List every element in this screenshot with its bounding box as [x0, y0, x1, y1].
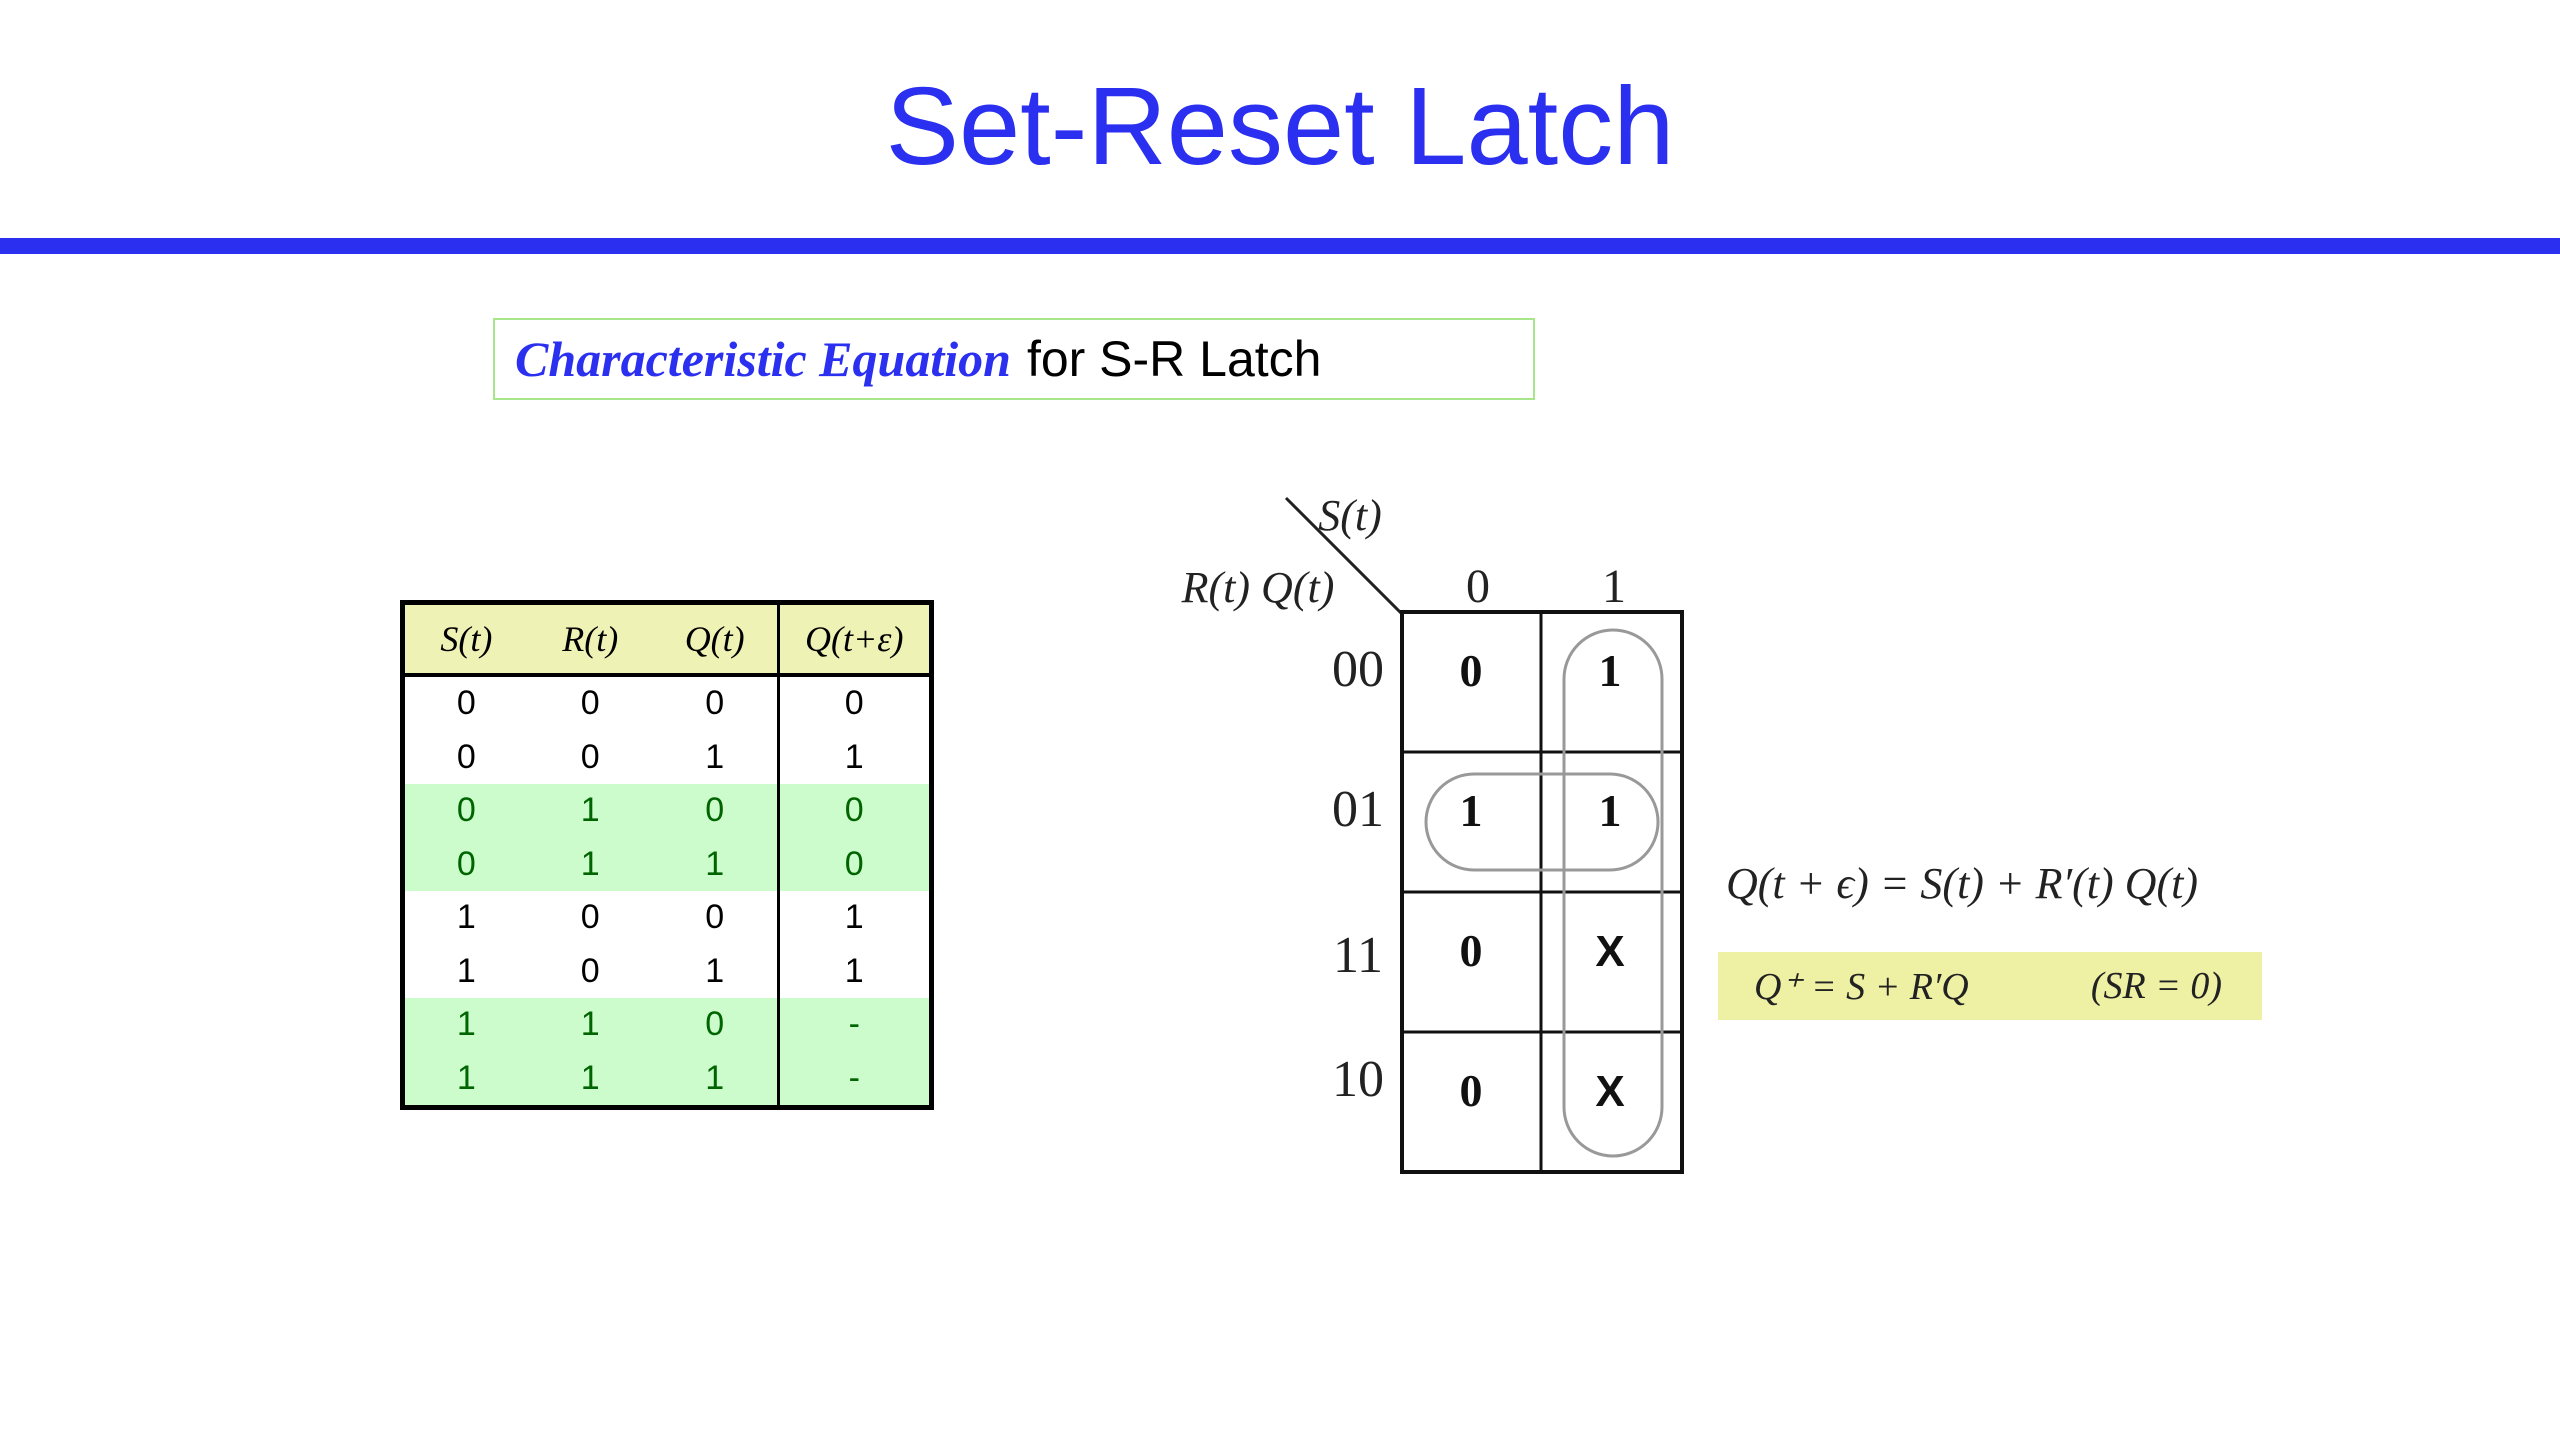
kmap-row-variables: R(t) Q(t): [1181, 563, 1335, 612]
cell-q: 0: [652, 998, 779, 1052]
kmap-row-label: 01: [1332, 781, 1384, 838]
cell-r: 1: [527, 1051, 653, 1108]
kmap-cell: 1: [1599, 645, 1622, 696]
cell-s: 0: [456, 737, 476, 776]
header-q-next: Q(t+ε): [776, 602, 932, 677]
simplified-expression: Q⁺ = S + R′Q: [1754, 965, 1969, 1008]
subtitle-box: Characteristic Equation for S-R Latch: [493, 318, 1535, 400]
table-row: 0 1 1 0: [402, 837, 932, 891]
table-row: 0 0 1 1: [403, 730, 932, 784]
cell-q-next: 0: [776, 837, 932, 891]
kmap-row-label: 10: [1332, 1051, 1384, 1108]
subtitle-emphasis: Characteristic Equation: [515, 331, 1011, 387]
table-row: 1 1 1 -: [402, 1051, 932, 1108]
cell-q-next: 0: [776, 675, 932, 731]
cell-s: 1: [402, 998, 528, 1052]
kmap-cell: 0: [1460, 925, 1483, 976]
cell-q-next: 1: [776, 730, 932, 784]
kmap-row-label: 00: [1332, 641, 1384, 698]
karnaugh-map: S(t) R(t) Q(t) 0 1 00 01 11 10 0 1 1 1 0…: [1181, 491, 1684, 1174]
kmap-col-label: 0: [1466, 560, 1490, 613]
cell-q-next: 1: [776, 944, 932, 998]
kmap-cell: 1: [1460, 785, 1483, 836]
cell-q: 0: [652, 784, 779, 838]
cell-q-next: 1: [776, 891, 932, 945]
header-r: R(t): [527, 602, 653, 677]
cell-q-next: -: [776, 998, 932, 1052]
table-row: 1 0 0 1: [403, 891, 932, 945]
kmap-group-s-column: [1562, 628, 1664, 1158]
simplified-equation-box: Q⁺ = S + R′Q (SR = 0): [1718, 952, 2262, 1020]
cell-q-next: 0: [776, 784, 932, 838]
cell-s: 0: [456, 684, 476, 723]
kmap-cell: 0: [1460, 1065, 1483, 1116]
cell-s: 0: [402, 837, 528, 891]
cell-q: 1: [652, 1051, 779, 1108]
table-row: 0 1 0 0: [402, 784, 932, 838]
subtitle-rest: for S-R Latch: [1026, 331, 1322, 387]
truth-table-header: S(t) R(t) Q(t) Q(t+ε): [402, 602, 932, 677]
kmap-column-variable: S(t): [1318, 491, 1382, 540]
cell-s: 1: [456, 898, 476, 937]
cell-r: 0: [580, 898, 600, 937]
kmap-col-label: 1: [1602, 560, 1626, 613]
cell-q: 1: [652, 837, 779, 891]
cell-q: 0: [705, 684, 725, 723]
kmap-group-row-01: [1424, 772, 1660, 872]
cell-r: 1: [527, 998, 653, 1052]
kmap-row-label: 11: [1333, 927, 1383, 984]
cell-q: 1: [705, 737, 725, 776]
cell-r: 0: [580, 684, 600, 723]
table-row: 0 0 0 0: [403, 675, 932, 731]
characteristic-equation: Q(t + ϵ) = S(t) + R′(t) Q(t): [1726, 859, 2198, 908]
cell-r: 0: [580, 951, 600, 990]
cell-r: 0: [580, 737, 600, 776]
kmap-cell: X: [1595, 927, 1624, 976]
slide-title: Set-Reset Latch: [885, 65, 1675, 188]
cell-s: 1: [402, 1051, 528, 1108]
table-row: 1 1 0 -: [402, 998, 932, 1052]
header-s: S(t): [402, 602, 528, 677]
simplified-condition: (SR = 0): [2090, 965, 2222, 1007]
cell-q: 1: [705, 951, 725, 990]
cell-r: 1: [527, 837, 653, 891]
cell-s: 1: [456, 951, 476, 990]
kmap-cell: 1: [1599, 785, 1622, 836]
truth-table: S(t) R(t) Q(t) Q(t+ε) 0 0 0 0 0 0 1 1 0 …: [400, 600, 934, 1110]
kmap-cell: X: [1595, 1067, 1624, 1116]
cell-q-next: -: [776, 1051, 932, 1108]
cell-s: 0: [402, 784, 528, 838]
cell-r: 1: [527, 784, 653, 838]
title-rule: [0, 238, 2560, 254]
kmap-diagonal: [1284, 496, 1404, 616]
table-row: 1 0 1 1: [403, 944, 932, 998]
kmap-cell: 0: [1460, 645, 1483, 696]
cell-q: 0: [705, 898, 725, 937]
header-q: Q(t): [652, 602, 779, 677]
